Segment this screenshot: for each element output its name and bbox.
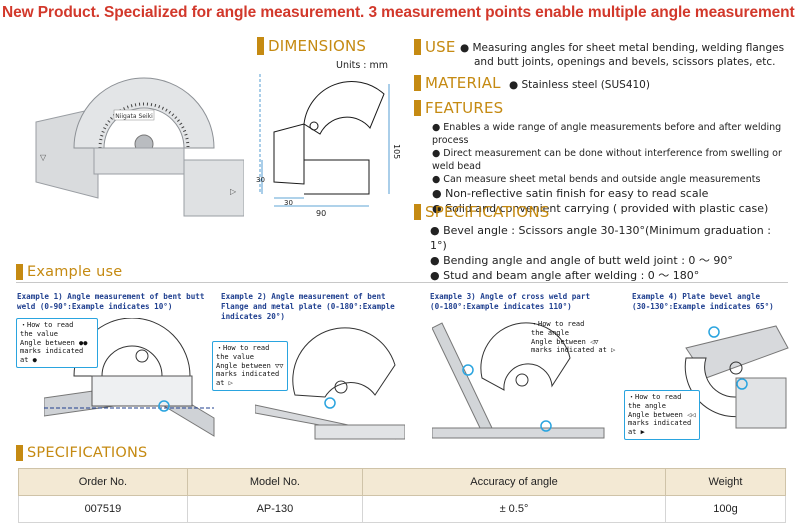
example-3-caption: Example 3) Angle of cross weld part (0-1…	[430, 292, 591, 311]
col-accuracy: Accuracy of angle	[362, 468, 666, 496]
example-2-caption: Example 2) Angle measurement of bent Fla…	[221, 292, 395, 321]
svg-text:▷: ▷	[230, 187, 237, 196]
table-header-row: Order No. Model No. Accuracy of angle We…	[18, 468, 787, 496]
cell-accuracy: ± 0.5°	[362, 495, 666, 523]
use-heading: USE	[414, 38, 456, 56]
use-line-1: ● Measuring angles for sheet metal bendi…	[460, 42, 785, 54]
spec-item: ● Stud and beam angle after welding : 0 …	[430, 269, 700, 282]
feature-item: ● Solid and convenient carrying ( provid…	[432, 202, 769, 215]
spec-table: Order No. Model No. Accuracy of angle We…	[18, 468, 787, 523]
example-1-caption: Example 1) Angle measurement of bent but…	[17, 292, 205, 311]
material-heading: MATERIAL	[414, 74, 501, 92]
cell-weight: 100g	[664, 495, 787, 523]
dim-left-height: 30	[256, 176, 265, 184]
col-order-no: Order No.	[18, 468, 188, 496]
example-3-illustration	[432, 322, 605, 439]
svg-text:▽: ▽	[40, 153, 47, 162]
cell-model-no: AP-130	[186, 495, 364, 523]
product-photo: Niigata Seiki ▽ ▷	[35, 77, 244, 217]
specifications-list: ● Bevel angle : Scissors angle 30-130°(M…	[430, 223, 790, 283]
feature-item: ● Can measure sheet metal bends and outs…	[432, 174, 761, 185]
example-4-caption: Example 4) Plate bevel angle (30-130°:Ex…	[632, 292, 774, 311]
feature-item: ● Enables a wide range of angle measurem…	[432, 122, 782, 146]
col-model-no: Model No.	[186, 468, 364, 496]
example-4-illustration	[684, 325, 789, 429]
dim-left-width: 30	[284, 199, 293, 207]
spec-item: ● Bending angle and angle of butt weld j…	[430, 254, 733, 267]
features-list: ● Enables a wide range of angle measurem…	[432, 121, 792, 216]
product-label: Niigata Seiki	[115, 113, 153, 120]
use-line-2: and butt joints, openings and bevels, sc…	[474, 56, 776, 68]
headline: New Product. Specialized for angle measu…	[2, 4, 795, 21]
example-1-illustration	[44, 318, 215, 437]
specifications-heading-top: SPECIFICATIONS	[414, 203, 550, 221]
dimension-drawing: 105 90 30 30	[256, 74, 401, 218]
dim-height: 105	[392, 144, 401, 159]
units-label: Units : mm	[336, 60, 389, 71]
feature-item: ● Non-reflective satin finish for easy t…	[432, 187, 709, 200]
use-text: ● Measuring angles for sheet metal bendi…	[460, 41, 790, 69]
specifications-heading-bottom: SPECIFICATIONS	[16, 444, 147, 462]
dim-base-width: 90	[316, 209, 326, 218]
dimensions-heading: DIMENSIONS	[257, 36, 366, 56]
cell-order-no: 007519	[18, 495, 188, 523]
features-heading: FEATURES	[414, 99, 503, 117]
spec-item: ● Bevel angle : Scissors angle 30-130°(M…	[430, 224, 771, 252]
col-weight: Weight	[664, 468, 787, 496]
table-row: 007519 AP-130 ± 0.5° 100g	[18, 495, 787, 523]
feature-item: ● Direct measurement can be done without…	[432, 148, 782, 172]
material-text: ● Stainless steel (SUS410)	[509, 79, 650, 91]
example-use-heading: Example use	[16, 263, 122, 281]
divider	[16, 282, 788, 283]
example-2-illustration	[255, 327, 405, 440]
